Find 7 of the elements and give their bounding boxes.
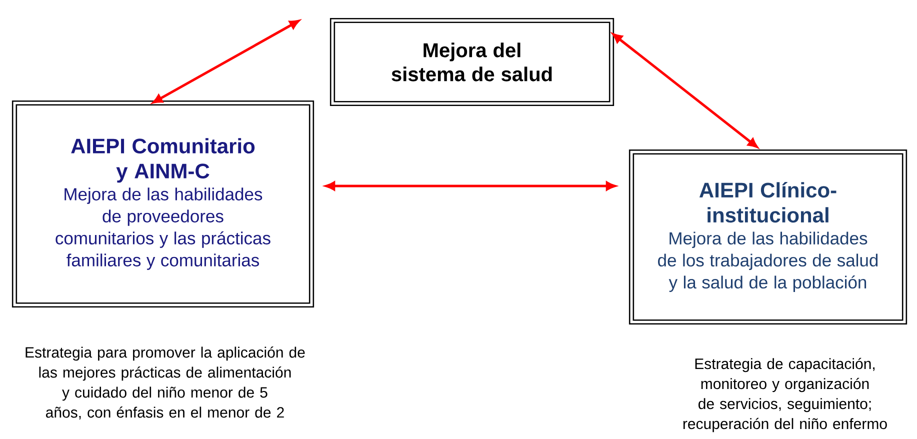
text-box: AIEPI Clínico-institucional Mejora de las habilidades de los trabajadores de salud y la salud de la población — [628, 149, 908, 325]
node-label: Estrategia de capacitación, monitoreo y organización de servicios, seguimiento; recuperación del niño enfermo — [683, 358, 887, 432]
text-box: AIEPI Comunitario y AINM-C Mejora de las habilidades de proveedores comunitarios y las prácticas familiares y comunitarias — [12, 100, 314, 308]
node-label: Estrategia para promover la aplicación de las mejores prácticas de alimentación y cuidado del niño menor de 5 años, con énfasis en el menor de 2 — [26, 346, 305, 420]
text-box: Mejora del sistema de salud — [330, 18, 614, 106]
double-arrow — [152, 20, 300, 104]
double-arrow — [612, 33, 758, 148]
